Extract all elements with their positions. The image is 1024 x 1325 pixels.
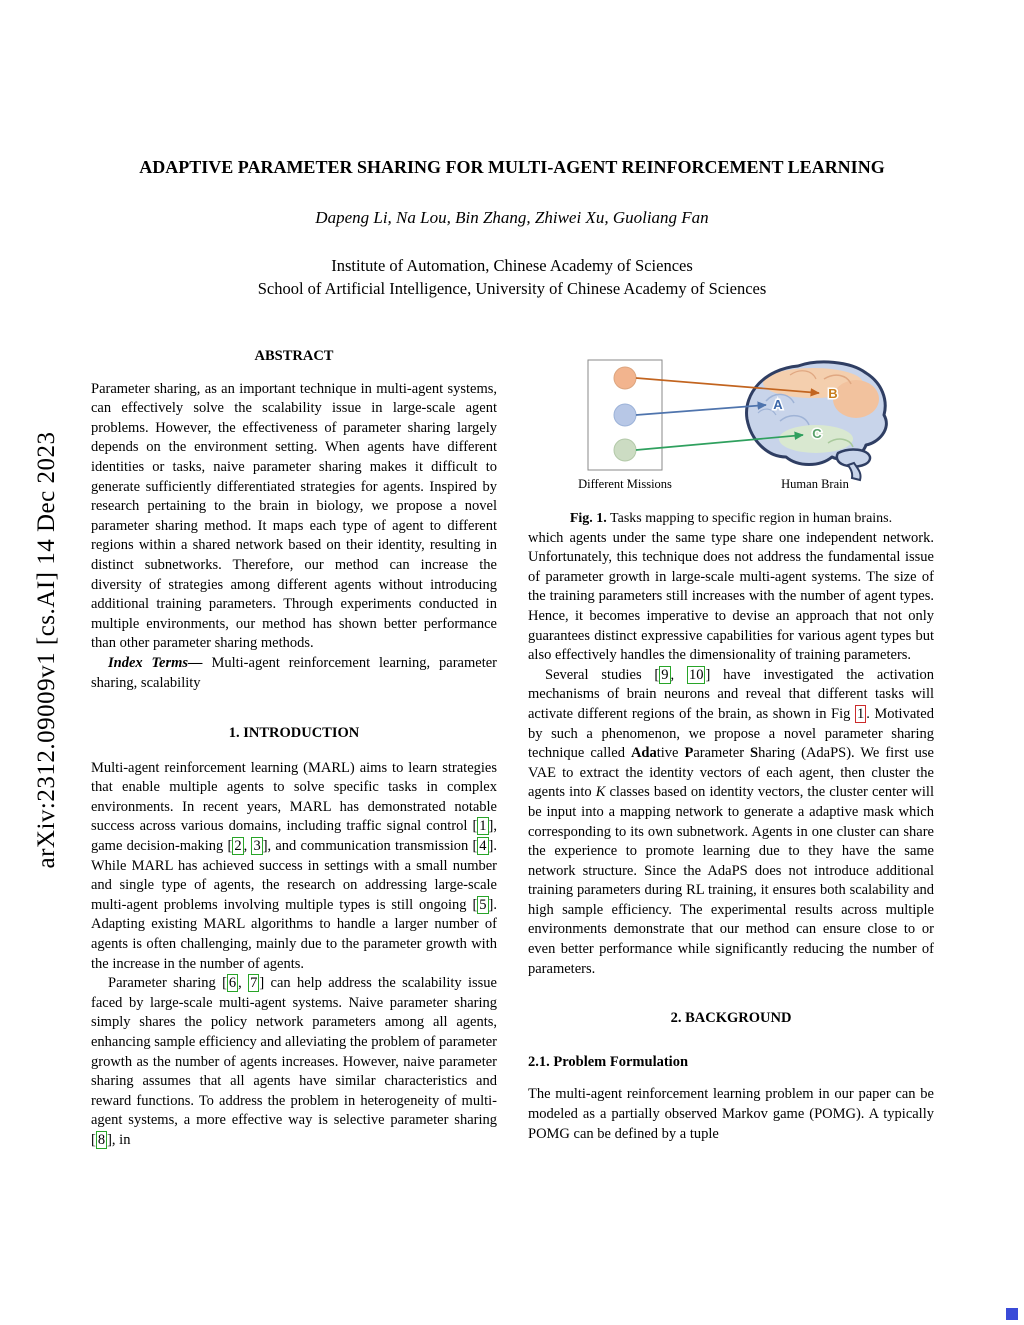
paper-affiliation: Institute of Automation, Chinese Academy… [0,254,1024,300]
brain-region-a-label: A [773,397,783,412]
bold-italic-text: Index Terms— [108,654,203,671]
brain-region-c-label: C [812,426,822,441]
citation-link[interactable]: 1 [477,817,489,836]
arrow-mission-to-region-b [635,377,820,397]
citation-link[interactable]: 9 [659,665,671,684]
body-paragraph-continuation: which agents under the same type share o… [528,529,934,666]
text-run: tive [656,745,685,762]
italic-text: K [595,784,606,801]
left-column: ABSTRACT Parameter sharing, as an import… [91,340,497,1151]
brain-region-b-label: B [828,386,837,401]
figure-1: A B C Different Missions Human Brain Fig… [528,355,934,529]
affiliation-line-2: School of Artificial Intelligence, Unive… [257,279,767,298]
arrow-mission-to-region-c [635,431,804,451]
text-run: , [238,975,249,992]
citation-link[interactable]: 4 [477,837,489,856]
text-run: ] have investigated the activation mecha… [528,666,934,722]
paper-title: ADAPTIVE PARAMETER SHARING FOR MULTI-AGE… [139,157,885,177]
bold-text: Ada [630,745,657,762]
subsection-heading-problem-formulation: 2.1. Problem Formulation [528,1053,689,1070]
text-run: . Motivated by such a phenomenon, we pro… [528,705,934,762]
text-run: ], and communication transmission [ [262,838,478,855]
text-run: , [243,838,252,855]
text-run: haring (AdaPS). We first use VAE to extr… [528,745,934,801]
arxiv-stamp: arXiv:2312.09009v1 [cs.AI] 14 Dec 2023 [33,431,60,869]
abstract-heading: ABSTRACT [254,348,334,364]
abstract-text: Parameter sharing, as an important techn… [91,380,497,652]
paper-authors: Dapeng Li, Na Lou, Bin Zhang, Zhiwei Xu,… [315,208,709,227]
section-heading-background: 2. BACKGROUND [670,1010,792,1027]
brain-cerebellum [835,448,872,468]
right-column: A B C Different Missions Human Brain Fig… [528,340,934,1144]
intro-paragraph-1: Multi-agent reinforcement learning (MARL… [91,759,497,975]
brain-illustration [745,360,888,482]
brain-gyri-lines [757,370,854,448]
text-run: ] can help address the scalability issue… [91,975,497,1148]
mission-circle-orange [613,366,637,390]
background-paragraph: The multi-agent reinforcement learning p… [528,1086,934,1142]
figure-1-caption: Fig. 1. Tasks mapping to specific region… [528,509,934,529]
intro-paragraph-2: Parameter sharing [6, 7] can help addres… [91,974,497,1150]
text-run: Parameter sharing [ [108,975,227,992]
text-run: Multi-agent reinforcement learning, para… [91,654,497,691]
bold-text: Fig. 1. [569,511,607,526]
corner-artifact [1006,1308,1018,1320]
citation-link[interactable]: 6 [226,974,239,993]
brain-caption: Human Brain [781,477,849,491]
affiliation-line-1: Institute of Automation, Chinese Academy… [331,256,693,275]
text-run: ]. Adapting existing MARL algorithms to … [91,896,497,972]
mission-circle-blue [613,403,637,427]
mission-circle-green [613,438,637,462]
brain-outline [745,360,888,466]
text-run: ], game decision-making [ [91,818,497,855]
citation-link[interactable]: 2 [232,837,244,856]
missions-caption: Different Missions [578,477,672,491]
citation-link[interactable]: 3 [251,837,263,856]
section-heading-introduction: 1. INTRODUCTION [228,725,360,742]
citation-link[interactable]: 10 [686,665,706,684]
bold-text: P [684,745,694,762]
arrow-mission-to-region-a [635,401,767,416]
text-run: , [670,666,687,683]
text-run: arameter [693,745,751,762]
text-run: classes based on identity vectors, the c… [528,784,934,977]
figure-reference-link[interactable]: 1 [854,704,867,723]
bold-text: S [750,745,759,762]
text-run: ]. While MARL has achieved success in se… [91,838,498,913]
text-run: ], in [107,1131,131,1148]
brain-stem [846,461,862,482]
body-paragraph-adaps: Several studies [9, 10] have investigate… [528,665,934,980]
text-run: which agents under the same type share o… [528,529,934,664]
text-run: Tasks mapping to specific region in huma… [606,511,893,526]
index-terms: Index Terms— Multi-agent reinforcement l… [91,654,497,693]
citation-link[interactable]: 8 [95,1130,108,1149]
text-run: Multi-agent reinforcement learning (MARL… [91,759,497,835]
citation-link[interactable]: 7 [248,974,260,993]
two-column-body: ABSTRACT Parameter sharing, as an import… [91,340,934,1151]
brain-right-region [833,380,879,418]
citation-link[interactable]: 5 [477,895,489,914]
text-run: Several studies [ [545,666,660,683]
figure-1-graphic: A B C Different Missions Human Brain [578,359,888,491]
